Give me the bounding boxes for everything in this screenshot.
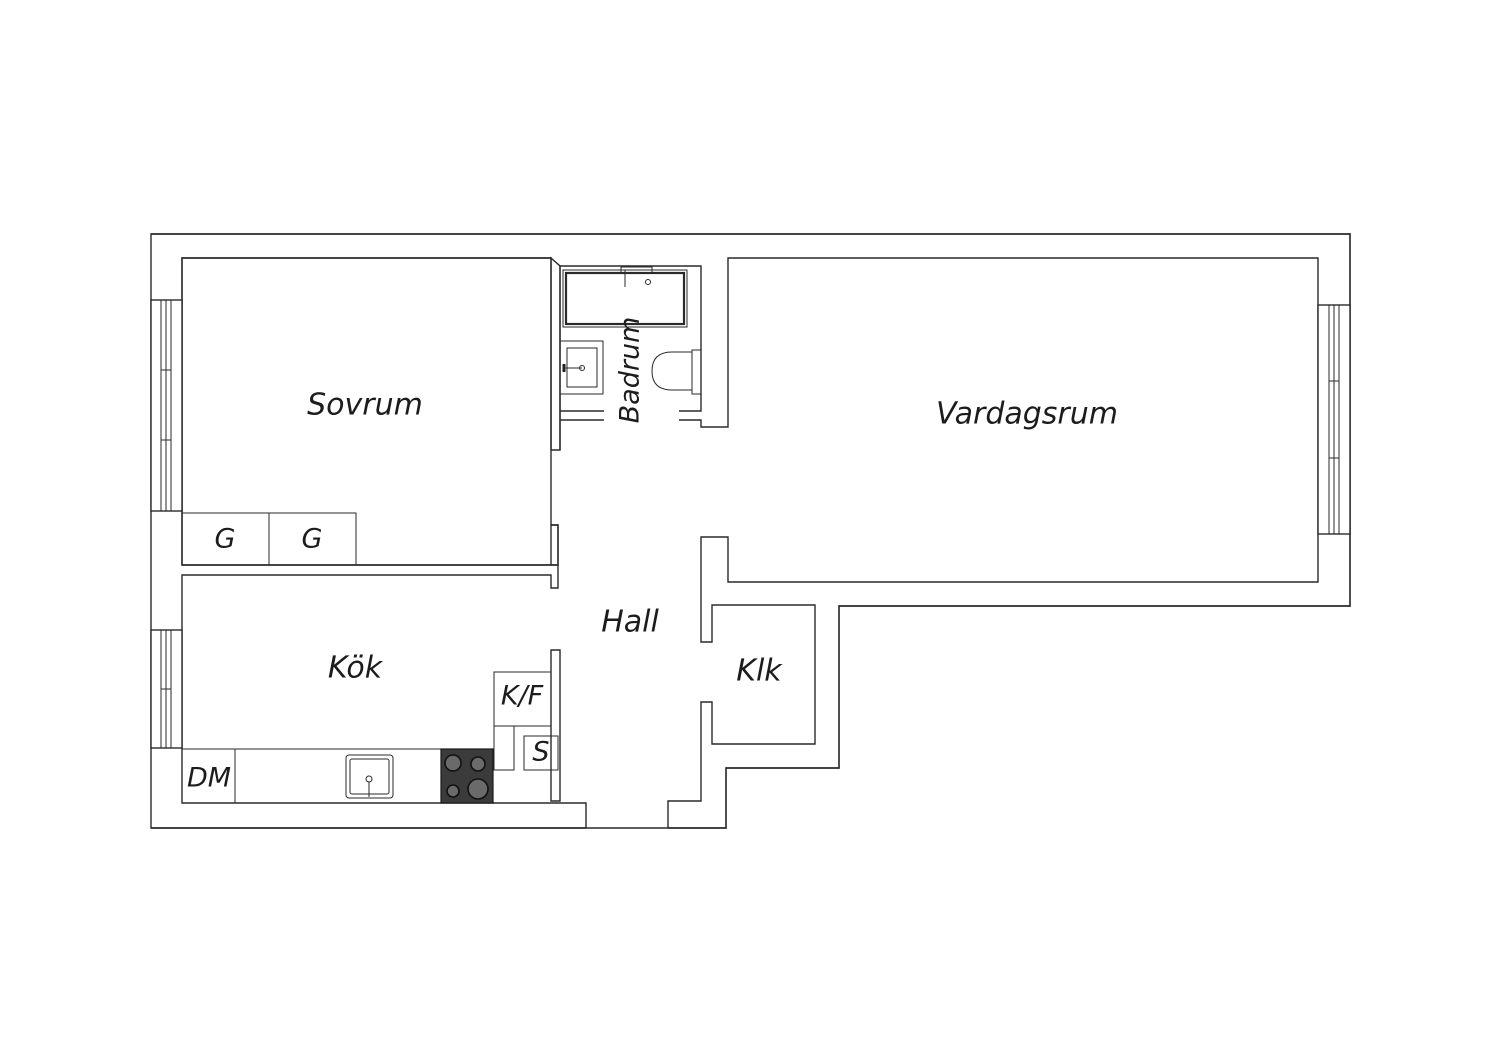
room-label-kok: Kök [328, 651, 384, 686]
fixture-label-cabinet: S [532, 737, 549, 768]
toilet-icon [651, 349, 702, 395]
fixture-label-fridge-freezer: K/F [501, 681, 544, 712]
room-label-vardagsrum: Vardagsrum [936, 397, 1118, 432]
cabinet-box [493, 725, 515, 771]
sovrum-wall [181, 257, 559, 566]
outer-perimeter [151, 233, 1351, 829]
outer-wall [150, 233, 1351, 829]
washbasin-icon [559, 340, 604, 395]
fridge-freezer [493, 671, 552, 727]
window-icon [1317, 304, 1351, 535]
stove-icon [440, 748, 494, 804]
room-label-klk: Klk [736, 654, 783, 689]
badrum-wall [559, 257, 1319, 828]
room-label-badrum: Badrum [615, 317, 646, 424]
fixture-label-dishwasher: DM [187, 763, 231, 794]
window-icon [150, 629, 183, 749]
wardrobe [268, 512, 357, 566]
room-label-sovrum: Sovrum [307, 388, 423, 423]
room-label-hall: Hall [601, 605, 659, 640]
fixture-label-wardrobe-2: G [302, 524, 323, 555]
bathtub-icon [562, 266, 688, 328]
kok-wall [181, 565, 587, 828]
cabinet [523, 735, 559, 771]
fixture-label-wardrobe-1: G [215, 524, 236, 555]
sink-icon [345, 754, 394, 799]
window-icon [150, 299, 183, 512]
